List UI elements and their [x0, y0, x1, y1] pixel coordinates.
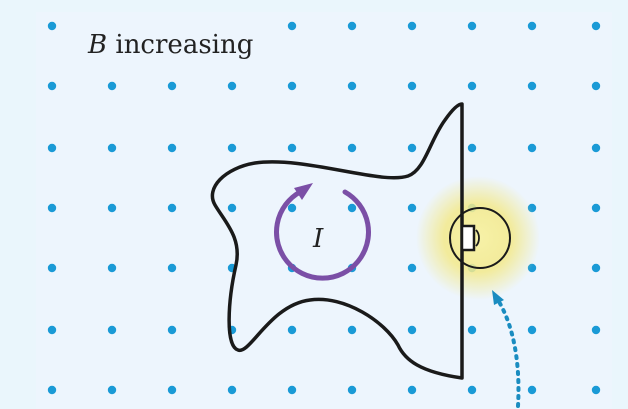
current-label: I — [313, 224, 324, 254]
field-dot-icon — [407, 143, 417, 153]
field-dot-icon — [467, 143, 477, 153]
field-dot-icon — [407, 203, 417, 213]
dotted-pointer-arrowhead — [492, 290, 504, 305]
field-dot-icon — [467, 325, 477, 335]
field-dot-icon — [47, 81, 57, 91]
field-dot-icon — [287, 203, 297, 213]
field-dot-icon — [591, 203, 601, 213]
field-dot-icon — [591, 263, 601, 273]
field-dot-icon — [107, 263, 117, 273]
field-dot-icon — [167, 143, 177, 153]
field-dot-icon — [407, 21, 417, 31]
field-dot-icon — [287, 385, 297, 395]
field-dot-icon — [527, 385, 537, 395]
current-arrow-head — [294, 183, 313, 200]
field-dot-icon — [107, 143, 117, 153]
field-dot-icon — [287, 81, 297, 91]
field-dot-icon — [167, 263, 177, 273]
field-dot-icon — [287, 143, 297, 153]
field-symbol: B — [88, 30, 108, 60]
current-arrow — [274, 189, 371, 281]
wire-loop — [210, 102, 464, 380]
field-dot-icon — [107, 203, 117, 213]
field-label: B increasing — [88, 30, 253, 60]
field-dot-icon — [591, 325, 601, 335]
field-dot-icon — [347, 203, 357, 213]
field-dot-icon — [407, 325, 417, 335]
field-dot-icon — [47, 263, 57, 273]
field-dot-icon — [347, 81, 357, 91]
field-dot-icon — [407, 263, 417, 273]
field-dot-icon — [107, 325, 117, 335]
field-dot-icon — [347, 21, 357, 31]
dotted-pointer-arrow — [496, 298, 521, 408]
field-dot-icon — [167, 385, 177, 395]
field-dot-icon — [107, 385, 117, 395]
field-dot-icon — [227, 81, 237, 91]
field-dot-icon — [47, 203, 57, 213]
field-dot-icon — [227, 203, 237, 213]
field-dot-icon — [47, 21, 57, 31]
field-dot-icon — [47, 325, 57, 335]
field-dot-icon — [347, 143, 357, 153]
field-dot-icon — [527, 325, 537, 335]
field-dot-icon — [227, 385, 237, 395]
field-dot-icon — [167, 81, 177, 91]
field-dot-icon — [47, 385, 57, 395]
field-dot-icon — [591, 21, 601, 31]
field-dot-icon — [167, 325, 177, 335]
field-dot-icon — [407, 385, 417, 395]
field-dot-icon — [227, 143, 237, 153]
light-bulb-icon — [449, 207, 511, 269]
bulb-glow — [416, 176, 540, 300]
field-dot-icon — [467, 21, 477, 31]
field-dot-icon — [527, 21, 537, 31]
field-dot-icon — [167, 203, 177, 213]
field-dot-icon — [347, 325, 357, 335]
field-dot-icon — [287, 325, 297, 335]
field-dot-icon — [287, 21, 297, 31]
field-dot-icon — [47, 143, 57, 153]
field-dot-icon — [591, 143, 601, 153]
field-dot-icon — [347, 385, 357, 395]
field-description: increasing — [115, 30, 254, 60]
field-dot-icon — [107, 81, 117, 91]
field-dot-icon — [407, 81, 417, 91]
field-dot-icon — [527, 81, 537, 91]
field-dot-icon — [467, 385, 477, 395]
field-dot-icon — [591, 385, 601, 395]
field-dot-icon — [591, 81, 601, 91]
field-dot-icon — [467, 81, 477, 91]
field-dot-icon — [527, 143, 537, 153]
